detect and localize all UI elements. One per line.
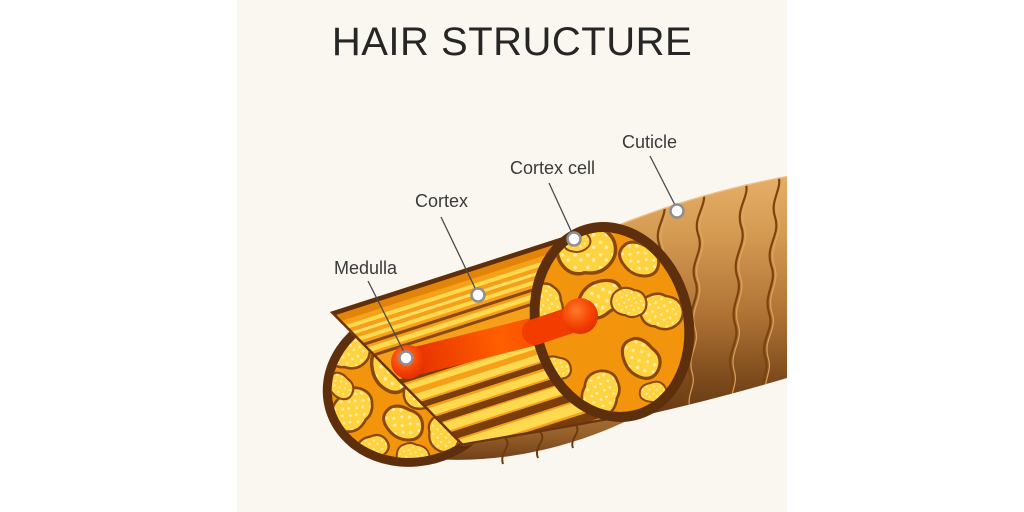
leader-lines [367,155,676,353]
cortex-cross-section-middle [522,222,695,423]
cortex-leader-line [440,216,477,291]
label-cortex-cell: Cortex cell [510,158,596,178]
medulla-marker [398,350,414,366]
page-title: HAIR STRUCTURE [331,20,693,64]
label-cortex: Cortex [415,191,469,211]
cuticle-leader-line [649,155,676,206]
cuticle-marker [669,203,685,219]
cortex-marker [470,287,486,303]
cortex-cell-leader-line [548,182,573,234]
leader-markers [398,203,685,366]
cortex-cell-marker [566,231,582,247]
label-cuticle: Cuticle [622,132,678,152]
medulla-end-middle [562,298,598,334]
medulla-leader-line [367,280,405,353]
label-medulla: Medulla [334,258,398,278]
